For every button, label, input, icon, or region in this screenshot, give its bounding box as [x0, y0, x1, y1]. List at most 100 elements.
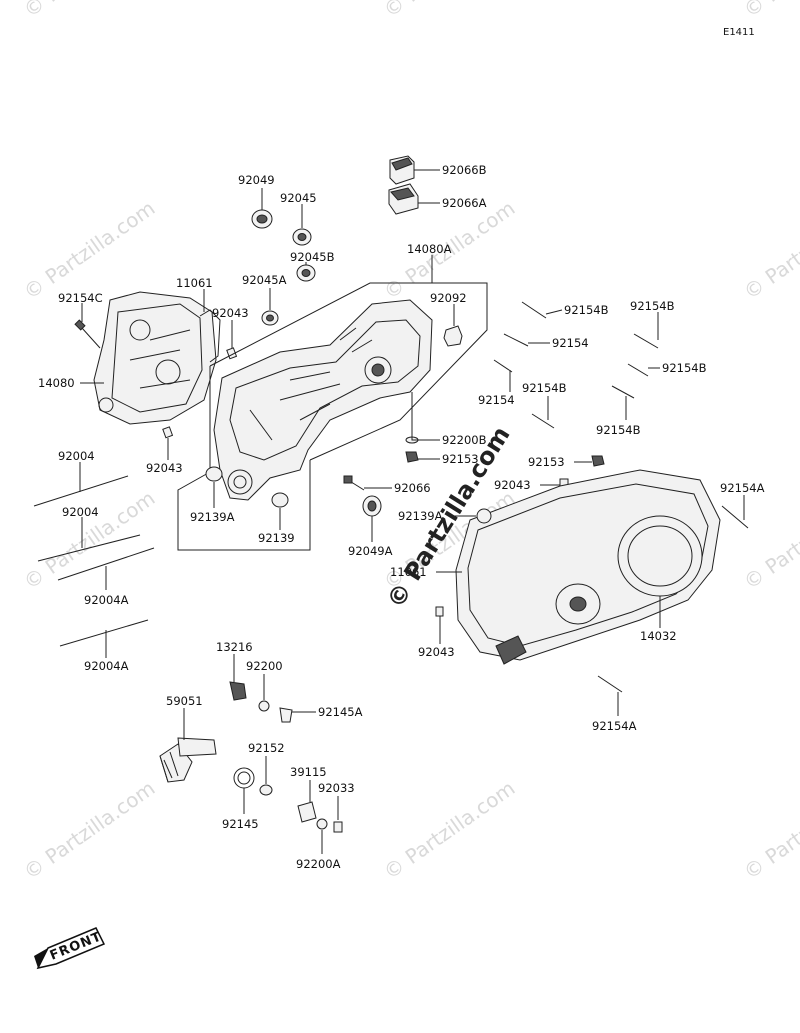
- part-92154A-b-drawing[interactable]: [597, 675, 623, 693]
- label-92139[interactable]: 92139: [258, 531, 295, 545]
- label-92153-a[interactable]: 92153: [442, 452, 479, 466]
- label-92200B[interactable]: 92200B: [442, 433, 487, 447]
- part-14032-cover-drawing[interactable]: [455, 469, 721, 665]
- label-92066A[interactable]: 92066A: [442, 196, 487, 210]
- label-92139A-left[interactable]: 92139A: [190, 510, 235, 524]
- label-14080[interactable]: 14080: [38, 376, 75, 390]
- part-92145A-drawing[interactable]: [279, 707, 293, 723]
- part-92045B-drawing[interactable]: [296, 264, 316, 282]
- label-92139A-right[interactable]: 92139A: [398, 509, 443, 523]
- part-92154A-a-drawing[interactable]: [721, 505, 749, 529]
- watermark-tile: © Partzilla.com: [739, 486, 800, 594]
- label-92154B-c[interactable]: 92154B: [662, 361, 707, 375]
- part-92152-drawing[interactable]: [259, 784, 273, 796]
- part-92154B-c-drawing[interactable]: [627, 363, 649, 377]
- label-92049A[interactable]: 92049A: [348, 544, 393, 558]
- label-92154B-a[interactable]: 92154B: [564, 303, 609, 317]
- label-92200[interactable]: 92200: [246, 659, 283, 673]
- label-92043-b[interactable]: 92043: [146, 461, 183, 475]
- label-92154A-a[interactable]: 92154A: [720, 481, 765, 495]
- part-92200-drawing[interactable]: [258, 700, 270, 712]
- watermark-tile: © Partzilla.com: [19, 0, 159, 22]
- watermark-tile: © Partzilla.com: [379, 0, 519, 22]
- part-11061-gasket-top-drawing[interactable]: [199, 309, 221, 363]
- label-92033[interactable]: 92033: [318, 781, 355, 795]
- part-92045-drawing[interactable]: [292, 228, 312, 246]
- label-92153-b[interactable]: 92153: [528, 455, 565, 469]
- label-92045B[interactable]: 92045B: [290, 250, 335, 264]
- part-92153-b-drawing[interactable]: [591, 455, 605, 467]
- part-92066B-drawing[interactable]: [389, 155, 415, 185]
- label-92004A-a[interactable]: 92004A: [84, 593, 129, 607]
- watermark-tile: © Partzilla.com: [739, 776, 800, 884]
- leader-lines: [79, 169, 745, 854]
- part-92033-drawing[interactable]: [333, 821, 343, 833]
- part-92043-b-drawing[interactable]: [162, 426, 174, 439]
- label-92045A[interactable]: 92045A: [242, 273, 287, 287]
- part-92154B-b-drawing[interactable]: [633, 333, 659, 349]
- part-92004-a-drawing[interactable]: [33, 475, 129, 507]
- part-92066A-drawing[interactable]: [388, 183, 419, 215]
- label-92045[interactable]: 92045: [280, 191, 317, 205]
- label-92154B-e[interactable]: 92154B: [596, 423, 641, 437]
- part-92145-drawing[interactable]: [233, 767, 255, 789]
- label-92154-b[interactable]: 92154: [478, 393, 515, 407]
- watermark-tile: © Partzilla.com: [739, 0, 800, 22]
- part-92154B-d-drawing[interactable]: [531, 413, 555, 429]
- part-92139A-right-drawing[interactable]: [476, 508, 492, 524]
- part-13216-drawing[interactable]: [229, 681, 247, 701]
- label-11061-right[interactable]: 11061: [390, 565, 427, 579]
- label-92154B-b[interactable]: 92154B: [630, 299, 675, 313]
- part-92139A-left-drawing[interactable]: [205, 466, 223, 482]
- label-92066B[interactable]: 92066B: [442, 163, 487, 177]
- part-92154C-drawing[interactable]: [74, 319, 101, 349]
- label-92152[interactable]: 92152: [248, 741, 285, 755]
- watermark-tile: © Partzilla.com: [19, 486, 159, 594]
- part-92045A-drawing[interactable]: [261, 310, 279, 326]
- part-92004-b-drawing[interactable]: [37, 534, 141, 562]
- part-92049-drawing[interactable]: [251, 209, 273, 229]
- watermark-tile: © Partzilla.com: [739, 196, 800, 304]
- part-92139-drawing[interactable]: [271, 492, 289, 508]
- part-92154B-e-drawing[interactable]: [611, 385, 635, 399]
- part-92043-d-drawing[interactable]: [435, 606, 444, 617]
- label-11061-top[interactable]: 11061: [176, 276, 213, 290]
- label-92004A-b[interactable]: 92004A: [84, 659, 129, 673]
- watermark-tile: © Partzilla.com: [379, 776, 519, 884]
- part-92154-drawing[interactable]: [503, 333, 529, 347]
- label-92200A[interactable]: 92200A: [296, 857, 341, 871]
- label-14080A[interactable]: 14080A: [407, 242, 452, 256]
- part-92004A-b-drawing[interactable]: [59, 619, 149, 647]
- label-92145[interactable]: 92145: [222, 817, 259, 831]
- label-92049[interactable]: 92049: [238, 173, 275, 187]
- part-14080A-crankcase-drawing[interactable]: [213, 299, 433, 501]
- label-92154B-d[interactable]: 92154B: [522, 381, 567, 395]
- label-92154C[interactable]: 92154C: [58, 291, 103, 305]
- part-59051-drawing[interactable]: [159, 737, 217, 783]
- label-92043-c[interactable]: 92043: [494, 478, 531, 492]
- part-92066-drawing[interactable]: [343, 475, 365, 491]
- label-92154[interactable]: 92154: [552, 336, 589, 350]
- part-92200A-drawing[interactable]: [316, 818, 328, 830]
- part-39115-drawing[interactable]: [297, 801, 317, 823]
- label-92066[interactable]: 92066: [394, 481, 431, 495]
- label-92004-a[interactable]: 92004: [58, 449, 95, 463]
- label-59051[interactable]: 59051: [166, 694, 203, 708]
- part-92154B-a-drawing[interactable]: [521, 301, 547, 319]
- label-92092[interactable]: 92092: [430, 291, 467, 305]
- part-92049A-drawing[interactable]: [362, 495, 382, 517]
- label-92004-b[interactable]: 92004: [62, 505, 99, 519]
- label-14032[interactable]: 14032: [640, 629, 677, 643]
- label-92145A[interactable]: 92145A: [318, 705, 363, 719]
- label-13216[interactable]: 13216: [216, 640, 253, 654]
- part-92154-b-drawing[interactable]: [493, 359, 513, 373]
- part-14080-crankcase-drawing[interactable]: [93, 291, 217, 425]
- label-39115[interactable]: 39115: [290, 765, 327, 779]
- label-92043-d[interactable]: 92043: [418, 645, 455, 659]
- diagram-ref-code: E1411: [723, 27, 755, 38]
- part-92092-drawing[interactable]: [443, 325, 463, 347]
- label-92154A-b[interactable]: 92154A: [592, 719, 637, 733]
- part-92004A-a-drawing[interactable]: [57, 547, 155, 581]
- label-92043-a[interactable]: 92043: [212, 306, 249, 320]
- part-92153-a-drawing[interactable]: [405, 451, 419, 463]
